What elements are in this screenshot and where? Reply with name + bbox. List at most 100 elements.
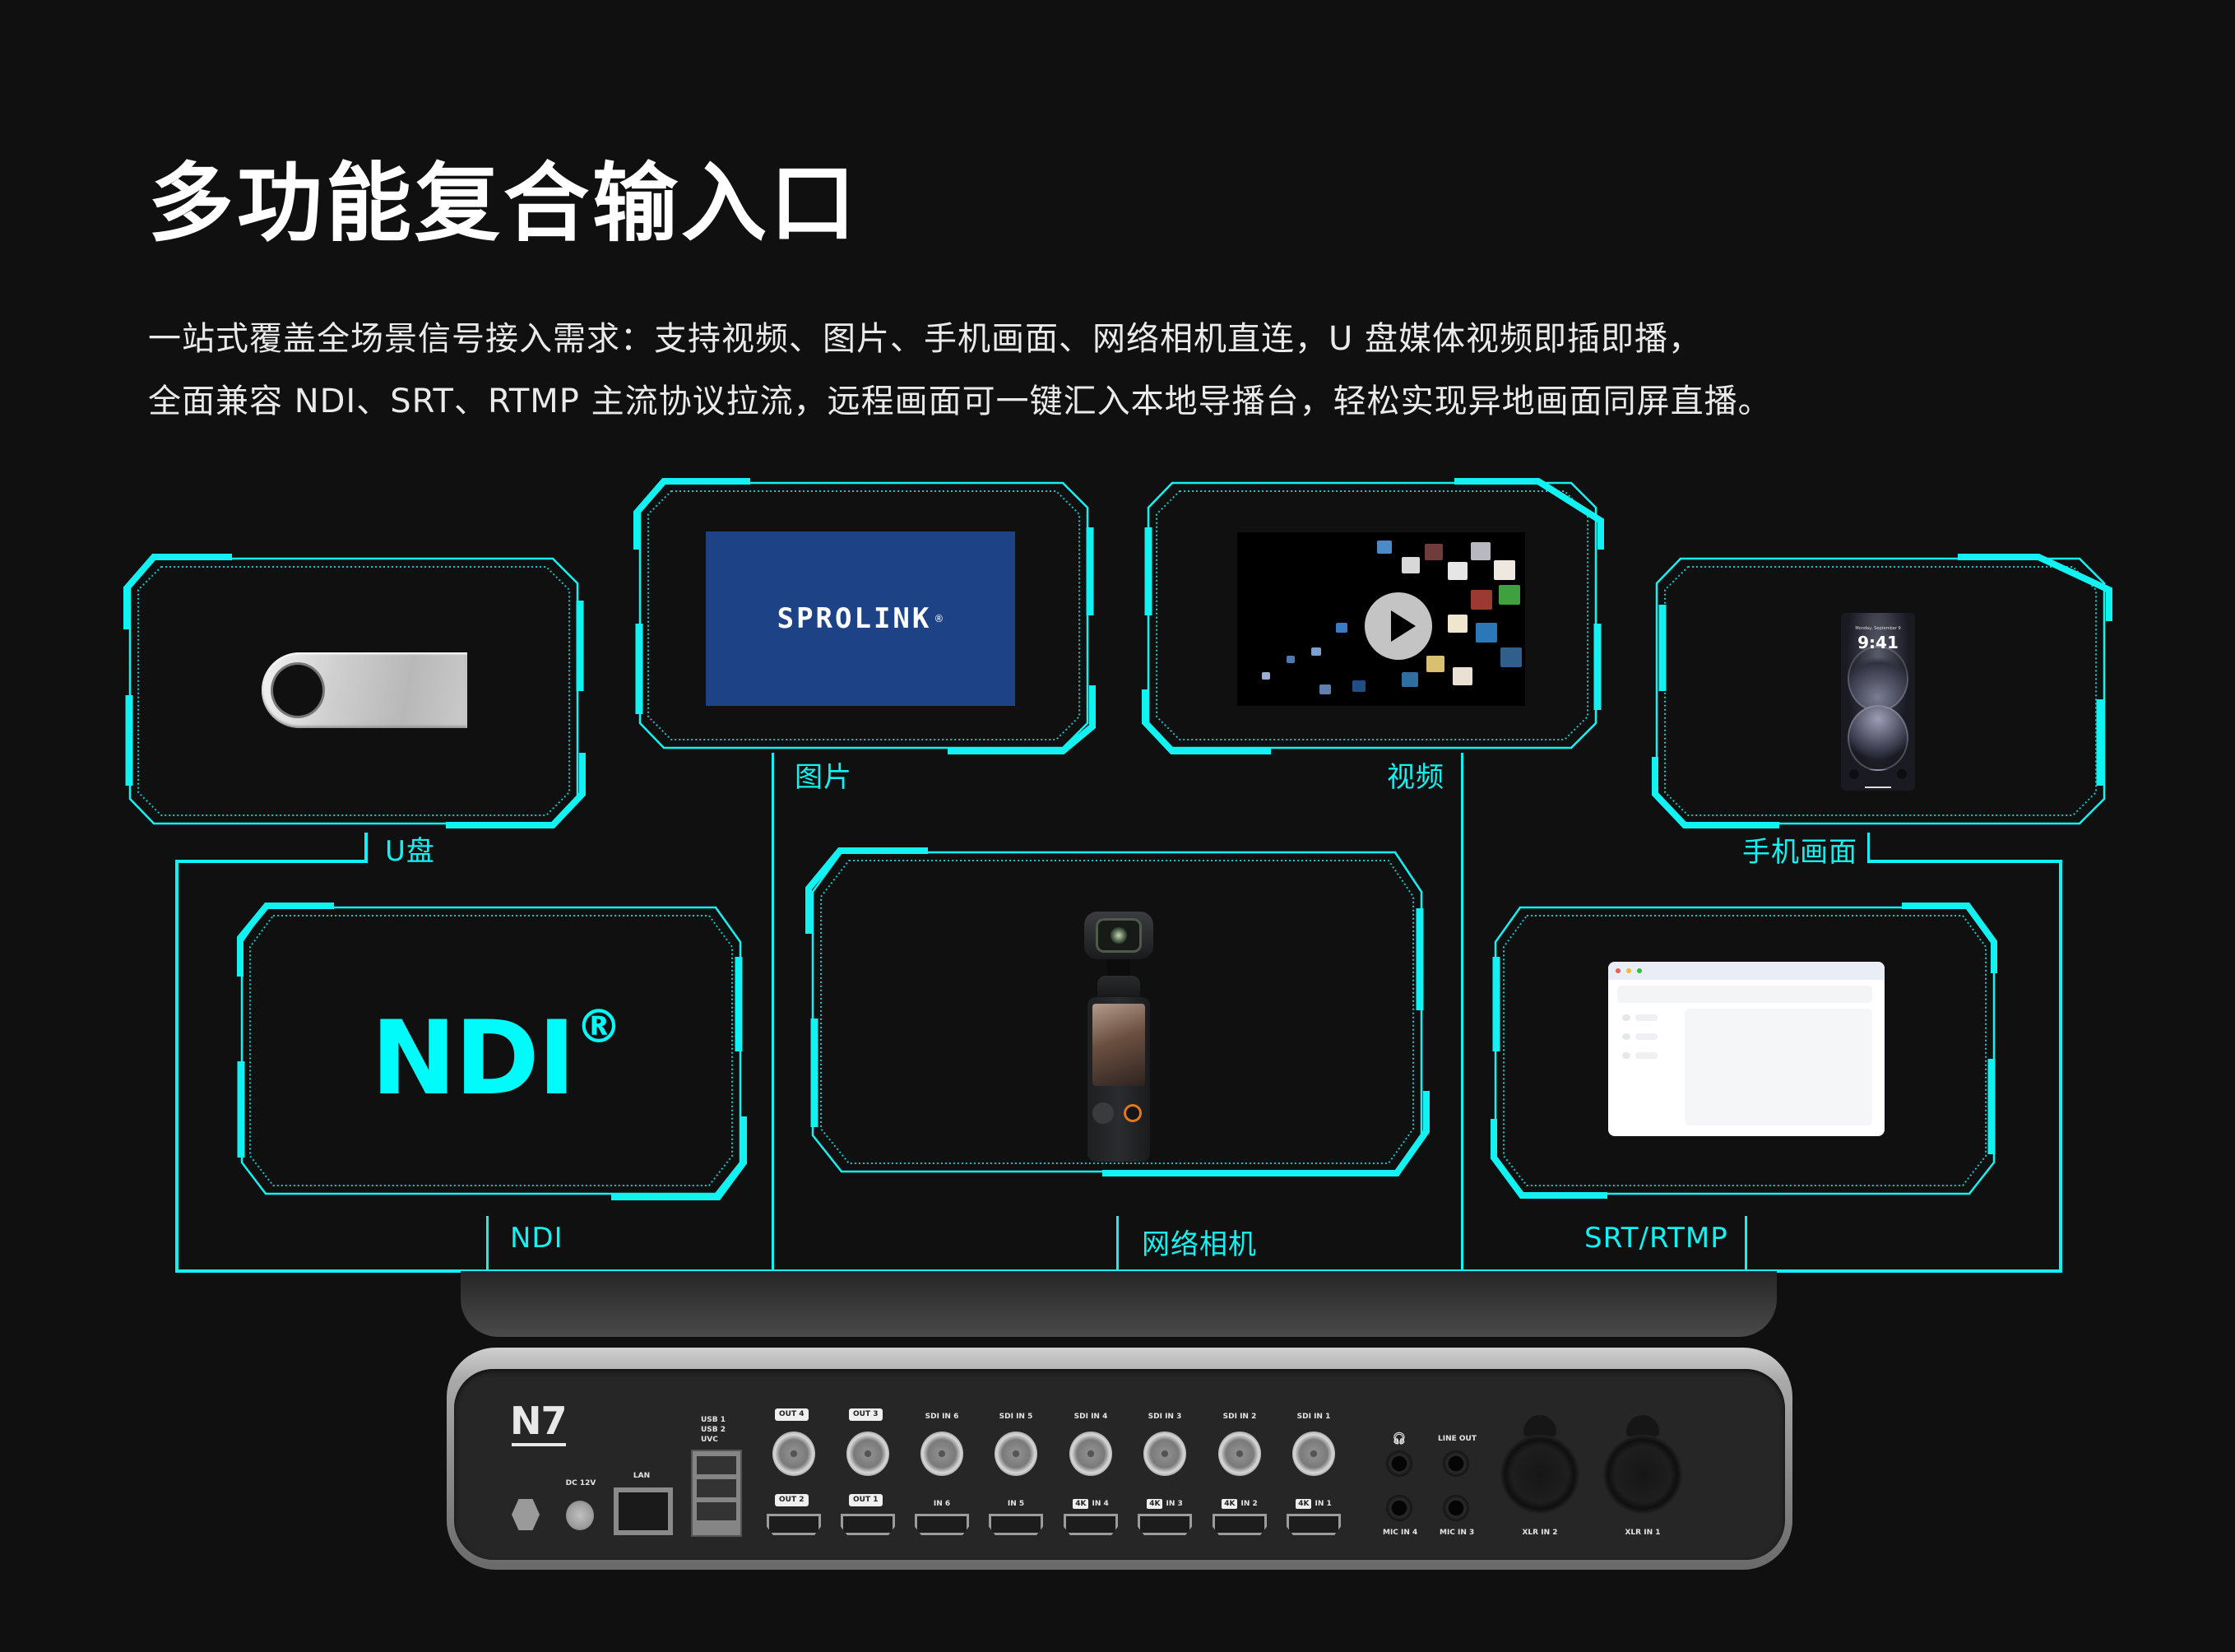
browser-content-area <box>1685 1009 1872 1125</box>
hud-frame-icon <box>123 554 586 828</box>
sprolink-logo-text: SPROLINK <box>777 602 932 635</box>
phone-lockscreen-image: Monday, September 9 9:41 <box>1841 613 1915 791</box>
camera-lens-icon <box>1096 918 1142 953</box>
hud-frame-icon <box>1142 478 1604 754</box>
mic-in-4-label: MIC IN 4 <box>1383 1529 1418 1537</box>
description-line-1: 一站式覆盖全场景信号接入需求：支持视频、图片、手机画面、网络相机直连，U 盘媒体… <box>148 320 1702 358</box>
phone-time: 9:41 <box>1857 633 1899 652</box>
hdmi-in-1-port[interactable] <box>1287 1514 1341 1535</box>
frame-srt-rtmp <box>1491 901 2001 1202</box>
xlr-latch-icon <box>1523 1415 1556 1436</box>
out-3-label: OUT 3 <box>849 1408 883 1421</box>
sdi-out-3-port[interactable] <box>846 1432 889 1476</box>
hud-frame-icon <box>237 903 747 1200</box>
usb-port-stack[interactable] <box>691 1450 742 1537</box>
4k-badge: 4K <box>1296 1499 1312 1509</box>
ndi-logo: NDI® <box>371 1000 622 1118</box>
mic-in-4-jack[interactable] <box>1386 1495 1412 1521</box>
browser-address-bar <box>1617 986 1872 1003</box>
sdi-in-3-port[interactable] <box>1143 1432 1186 1476</box>
sdi-in-2-port[interactable] <box>1218 1432 1261 1476</box>
lan-port[interactable] <box>614 1487 673 1535</box>
sdi-in-1-port[interactable] <box>1292 1432 1335 1476</box>
out-4-label: OUT 4 <box>775 1408 809 1421</box>
browser-title-bar <box>1608 962 1885 980</box>
sdi-out-4-port[interactable] <box>772 1432 815 1476</box>
description-line-2: 全面兼容 NDI、SRT、RTMP 主流协议拉流，远程画面可一键汇入本地导播台，… <box>148 383 1772 420</box>
frame-ndi: NDI® <box>237 901 747 1202</box>
hdmi-in-2-port[interactable] <box>1213 1514 1267 1535</box>
sdi-in-6-port[interactable] <box>920 1432 963 1476</box>
power-button-icon[interactable] <box>512 1499 540 1530</box>
sdi-in-1-label: SDI IN 1 <box>1296 1413 1331 1421</box>
label-usb: U盘 <box>385 835 435 868</box>
frame-usb <box>123 554 586 828</box>
hdmi-in-6-port[interactable] <box>915 1514 969 1535</box>
sprolink-logo-image: SPROLINK® <box>706 531 1015 706</box>
pocket-gimbal-camera-image <box>1084 912 1153 1167</box>
video-wall-image <box>1237 532 1525 706</box>
label-network-camera: 网络相机 <box>1142 1228 1257 1261</box>
4k-badge: 4K <box>1073 1499 1089 1509</box>
dc-power-port[interactable] <box>566 1501 594 1530</box>
4k-badge: 4K <box>1147 1499 1163 1509</box>
headphone-jack[interactable] <box>1386 1450 1412 1477</box>
minimize-dot-icon <box>1626 968 1631 973</box>
label-video: 视频 <box>1387 761 1444 794</box>
xlr-latch-icon <box>1626 1415 1659 1436</box>
sdi-in-4-port[interactable] <box>1069 1432 1112 1476</box>
hdmi-in-5-label: IN 5 <box>1007 1500 1025 1508</box>
camera-icon <box>1897 769 1907 779</box>
hud-frame-icon <box>805 847 1430 1176</box>
hdmi-in-3-port[interactable] <box>1138 1514 1192 1535</box>
xlr-in-1-port[interactable] <box>1603 1435 1682 1514</box>
usb-2-label: USB 2 <box>701 1426 726 1434</box>
mic-in-3-label: MIC IN 3 <box>1440 1529 1475 1537</box>
sdi-in-6-label: SDI IN 6 <box>925 1413 959 1421</box>
hdmi-in-4-port[interactable] <box>1064 1514 1118 1535</box>
headphone-icon: 🎧︎ <box>1392 1432 1407 1446</box>
label-image: 图片 <box>795 761 852 794</box>
device-top-cover <box>461 1271 1777 1337</box>
4k-badge: 4K <box>1222 1499 1238 1509</box>
label-srt-rtmp: SRT/RTMP <box>1584 1222 1728 1255</box>
xlr-in-2-port[interactable] <box>1500 1435 1579 1514</box>
browser-window-mockup <box>1608 962 1885 1136</box>
sdi-in-2-label: SDI IN 2 <box>1222 1413 1257 1421</box>
lan-label: LAN <box>633 1472 651 1480</box>
home-indicator <box>1865 787 1891 788</box>
frame-network-camera <box>805 847 1431 1176</box>
out-2-label: OUT 2 <box>775 1494 809 1506</box>
maximize-dot-icon <box>1637 968 1642 973</box>
frame-image: SPROLINK® <box>633 478 1096 754</box>
phone-date: Monday, September 9 <box>1855 626 1901 631</box>
sdi-in-5-port[interactable] <box>995 1432 1037 1476</box>
hud-frame-icon <box>1491 903 1997 1199</box>
page-title: 多功能复合输入口 <box>148 153 860 253</box>
label-phone: 手机画面 <box>1742 836 1857 869</box>
usb-flash-drive-icon <box>229 652 475 728</box>
hdmi-out-2-port[interactable] <box>767 1514 821 1535</box>
dc-12v-label: DC 12V <box>565 1479 596 1487</box>
line-out-label: LINE OUT <box>1438 1435 1477 1443</box>
line-out-jack[interactable] <box>1443 1450 1469 1477</box>
device-model-label: N7 <box>510 1399 568 1443</box>
flashlight-icon <box>1849 769 1859 779</box>
frame-video <box>1142 478 1604 754</box>
out-1-label: OUT 1 <box>849 1494 883 1506</box>
hdmi-in-5-port[interactable] <box>989 1514 1043 1535</box>
uvc-label: UVC <box>701 1436 718 1444</box>
hdmi-in-6-label: IN 6 <box>933 1500 951 1508</box>
sdi-in-4-label: SDI IN 4 <box>1073 1413 1108 1421</box>
usb-1-label: USB 1 <box>701 1416 726 1424</box>
hud-frame-icon <box>633 478 1096 754</box>
sdi-in-3-label: SDI IN 3 <box>1148 1413 1182 1421</box>
play-button-icon[interactable] <box>1365 592 1432 660</box>
mic-in-3-jack[interactable] <box>1443 1495 1469 1521</box>
hdmi-out-1-port[interactable] <box>841 1514 895 1535</box>
hud-frame-icon <box>1652 554 2112 828</box>
